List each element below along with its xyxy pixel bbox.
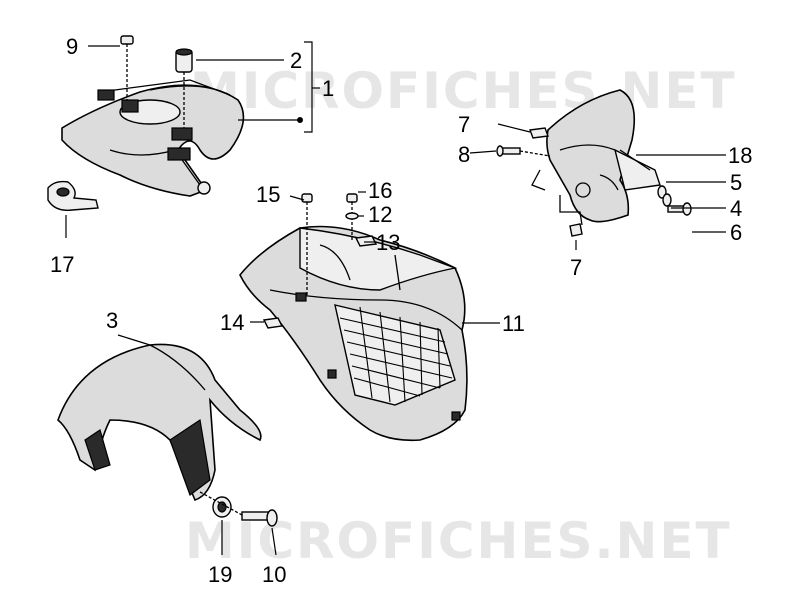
part-inner-cover bbox=[239, 225, 468, 442]
part-screw-16 bbox=[346, 193, 358, 242]
callout-13: 13 bbox=[376, 230, 400, 255]
callout-18: 18 bbox=[728, 143, 752, 168]
callout-9: 9 bbox=[66, 34, 78, 59]
part-grommet-2 bbox=[175, 48, 193, 128]
part-washer-4 bbox=[662, 193, 672, 207]
part-clip-7-bottom bbox=[569, 223, 583, 237]
callout-2: 2 bbox=[290, 48, 302, 73]
callout-4: 4 bbox=[730, 196, 742, 221]
callout-6: 6 bbox=[730, 220, 742, 245]
callout-19: 19 bbox=[208, 562, 232, 587]
leader-dot bbox=[297, 117, 303, 123]
part-front-fender bbox=[57, 343, 262, 501]
callout-7-bottom: 7 bbox=[570, 255, 582, 280]
callout-7-top: 7 bbox=[458, 112, 470, 137]
part-clip-7-top bbox=[529, 127, 549, 139]
part-bracket-17 bbox=[47, 180, 99, 211]
part-screw-15 bbox=[301, 193, 313, 295]
callout-11: 11 bbox=[502, 311, 525, 336]
callout-8: 8 bbox=[458, 142, 470, 167]
callout-17: 17 bbox=[50, 252, 74, 277]
part-splash-shield bbox=[61, 79, 245, 197]
callout-1: 1 bbox=[322, 76, 334, 101]
callout-3: 3 bbox=[106, 308, 118, 333]
callout-16: 16 bbox=[368, 178, 392, 203]
callout-5: 5 bbox=[730, 170, 742, 195]
watermark-top: MICROFICHES.NET bbox=[190, 62, 737, 120]
part-washer-12 bbox=[345, 212, 359, 220]
part-screw-10 bbox=[199, 491, 278, 527]
callout-14: 14 bbox=[220, 310, 244, 335]
part-bolt-6 bbox=[667, 202, 692, 216]
leader-lines bbox=[65, 41, 726, 556]
part-clip-13 bbox=[354, 235, 378, 247]
callout-15: 15 bbox=[256, 182, 280, 207]
part-rear-housing bbox=[531, 89, 661, 226]
part-clip-14 bbox=[262, 317, 284, 329]
callout-10: 10 bbox=[262, 562, 286, 587]
part-screw-9 bbox=[120, 35, 134, 100]
callout-12: 12 bbox=[368, 202, 392, 227]
part-bolt-8 bbox=[496, 145, 551, 157]
